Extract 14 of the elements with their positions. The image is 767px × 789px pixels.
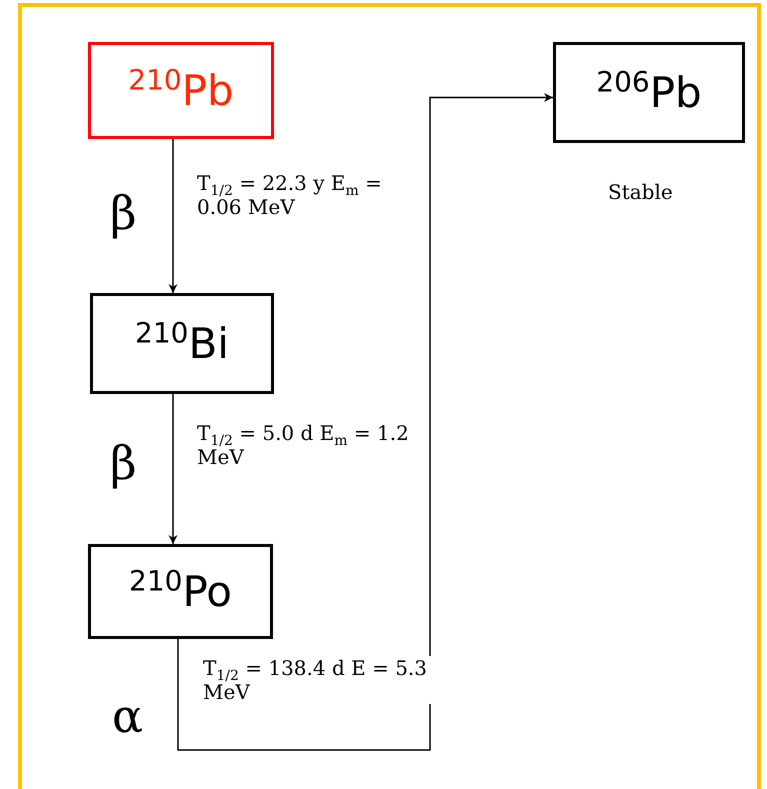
nuclide-symbol: $^{210}$Bi xyxy=(135,322,229,364)
nuclide-symbol: $^{206}$Pb xyxy=(596,72,702,114)
decay-arrow xyxy=(177,93,553,751)
stability-note: Stable xyxy=(608,180,673,204)
decay-data-label: T$_{1/2}$ = 138.4 d E = 5.3 MeV xyxy=(203,656,433,704)
nuclide-box xyxy=(88,544,273,639)
decay-arrow xyxy=(168,139,178,293)
decay-arrow xyxy=(168,394,178,544)
nuclide-symbol: $^{210}$Pb xyxy=(128,70,234,112)
nuclide-box xyxy=(553,42,745,143)
nuclide-box xyxy=(88,42,274,139)
nuclide-box xyxy=(90,293,274,394)
decay-type-symbol: α xyxy=(112,693,144,739)
nuclide-symbol: $^{210}$Po xyxy=(129,570,232,612)
